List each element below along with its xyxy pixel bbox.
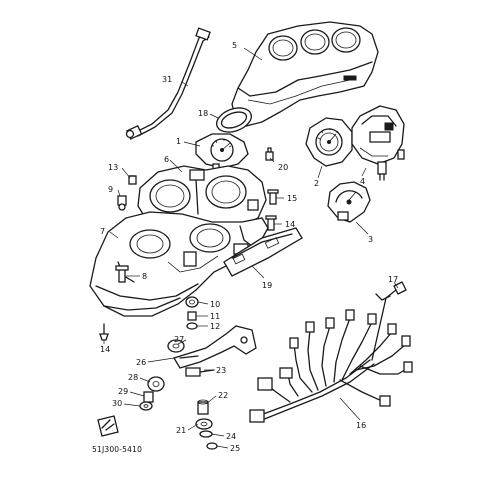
callout-26: 26 [136, 358, 146, 367]
callout-18: 18 [198, 109, 208, 118]
callout-9: 9 [108, 185, 113, 194]
callout-29: 29 [118, 387, 128, 396]
part-bolt-23 [185, 367, 215, 377]
callout-22: 22 [218, 391, 228, 400]
part-speedometer [305, 117, 353, 167]
part-screw-14-lower [99, 323, 109, 341]
part-code-label: 51J300-5410 [92, 445, 142, 454]
part-nut-25 [206, 442, 218, 450]
part-washer-30 [139, 401, 153, 411]
callout-20: 20 [278, 163, 288, 172]
callout-27: 27 [174, 335, 184, 344]
part-collar-29 [143, 391, 154, 403]
part-screw-9 [117, 195, 127, 211]
callout-11: 11 [210, 312, 220, 321]
callout-24: 24 [226, 432, 236, 441]
callout-21: 21 [176, 426, 186, 435]
part-screw-14-upper [265, 215, 277, 231]
part-damper-28 [147, 376, 165, 392]
part-washer-24 [199, 430, 213, 438]
callout-19: 19 [262, 281, 272, 290]
callout-25: 25 [230, 444, 240, 453]
part-collar-22 [197, 399, 209, 415]
part-speedometer-cable [125, 27, 211, 140]
callout-28: 28 [128, 373, 138, 382]
callout-7: 7 [100, 227, 105, 236]
callout-1: 1 [176, 137, 181, 146]
callout-2: 2 [314, 179, 319, 188]
part-grommet-10 [185, 296, 199, 308]
callout-23: 23 [216, 366, 226, 375]
part-indicator-panel [351, 105, 405, 181]
part-ring [216, 107, 252, 133]
callout-30: 30 [112, 399, 122, 408]
callout-14-upper: 14 [285, 220, 295, 229]
callout-16: 16 [356, 421, 366, 430]
callout-17: 17 [388, 275, 398, 284]
callout-12: 12 [210, 322, 220, 331]
part-screw-13 [128, 175, 137, 185]
callout-4: 4 [360, 177, 365, 186]
front-direction-symbol [97, 415, 119, 437]
callout-6: 6 [164, 155, 169, 164]
callout-31: 31 [162, 75, 172, 84]
part-meter-bracket [173, 325, 257, 369]
part-grommet-21 [195, 418, 213, 430]
part-tachometer [195, 133, 249, 172]
part-wire-harness [249, 281, 413, 423]
part-screw-15 [267, 189, 279, 205]
leader-lines [103, 47, 399, 449]
callout-10: 10 [210, 300, 220, 309]
part-collar-11 [187, 311, 197, 321]
callout-14-lower: 14 [100, 345, 110, 354]
part-screw-8 [115, 265, 129, 283]
callout-3: 3 [368, 235, 373, 244]
callout-8: 8 [142, 272, 147, 281]
callout-15: 15 [287, 194, 297, 203]
part-bulb-socket [265, 147, 274, 161]
part-meter-upper-cover [231, 21, 379, 127]
callout-13: 13 [108, 163, 118, 172]
part-washer-12 [186, 322, 198, 330]
part-meter-lower-case [89, 211, 269, 317]
part-fuel-gauge [327, 181, 371, 223]
callout-5: 5 [232, 41, 237, 50]
part-indicator-plate [223, 227, 303, 277]
